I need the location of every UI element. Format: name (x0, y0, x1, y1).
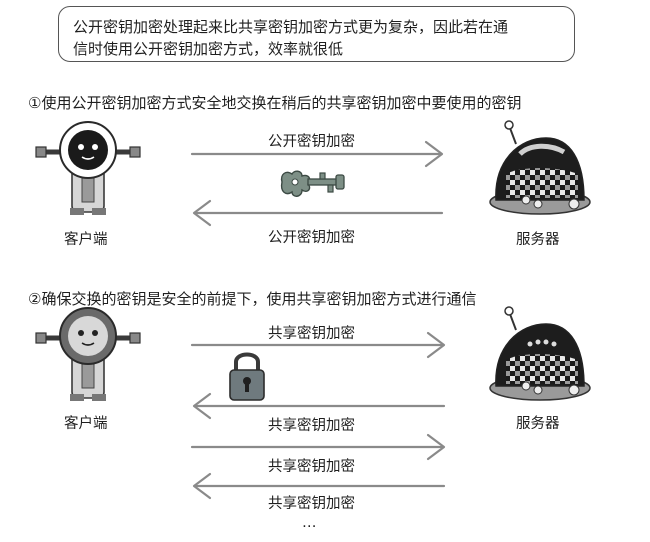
callout-line-2: 信时使用公开密钥加密方式，效率就很低 (73, 40, 344, 58)
step1-arrow-left (192, 199, 444, 227)
step2-arrow-label-4: 共享密钥加密 (268, 496, 355, 512)
ellipsis: … (302, 515, 317, 531)
step1-title: ①使用公开密钥加密方式安全地交换在稍后的共享密钥加密中要使用的密钥 (28, 94, 522, 112)
step1-arrow-bottom-label: 公开密钥加密 (268, 230, 355, 246)
step2-arrow-left-1 (192, 392, 446, 420)
padlock-icon (229, 352, 265, 401)
step2-arrow-label-2: 共享密钥加密 (268, 418, 355, 434)
key-icon (280, 170, 345, 197)
summary-callout: 公开密钥加密处理起来比共享密钥加密方式更为复杂，因此若在通 信时使用公开密钥加密… (58, 6, 575, 62)
step2-client-label: 客户端 (64, 416, 108, 432)
step1-client-label: 客户端 (64, 232, 108, 248)
step2-arrow-left-2 (192, 472, 446, 500)
step2-arrow-right-1 (190, 331, 446, 359)
step2-arrow-label-3: 共享密钥加密 (268, 459, 355, 475)
robot-client-icon-step1 (35, 121, 141, 215)
step2-server-label: 服务器 (516, 416, 560, 432)
robot-client-icon-step2 (35, 307, 141, 401)
callout-line-1: 公开密钥加密处理起来比共享密钥加密方式更为复杂，因此若在通 (73, 18, 509, 36)
step1-arrow-right (190, 140, 444, 168)
step1-arrow-top-label: 公开密钥加密 (268, 134, 355, 150)
step2-arrow-right-2 (190, 433, 446, 461)
step1-server-label: 服务器 (516, 232, 560, 248)
step2-title: ②确保交换的密钥是安全的前提下，使用共享密钥加密方式进行通信 (28, 290, 477, 308)
step2-arrow-label-1: 共享密钥加密 (268, 326, 355, 342)
robot-server-icon-step2 (489, 306, 591, 401)
robot-server-icon-step1 (489, 120, 591, 215)
